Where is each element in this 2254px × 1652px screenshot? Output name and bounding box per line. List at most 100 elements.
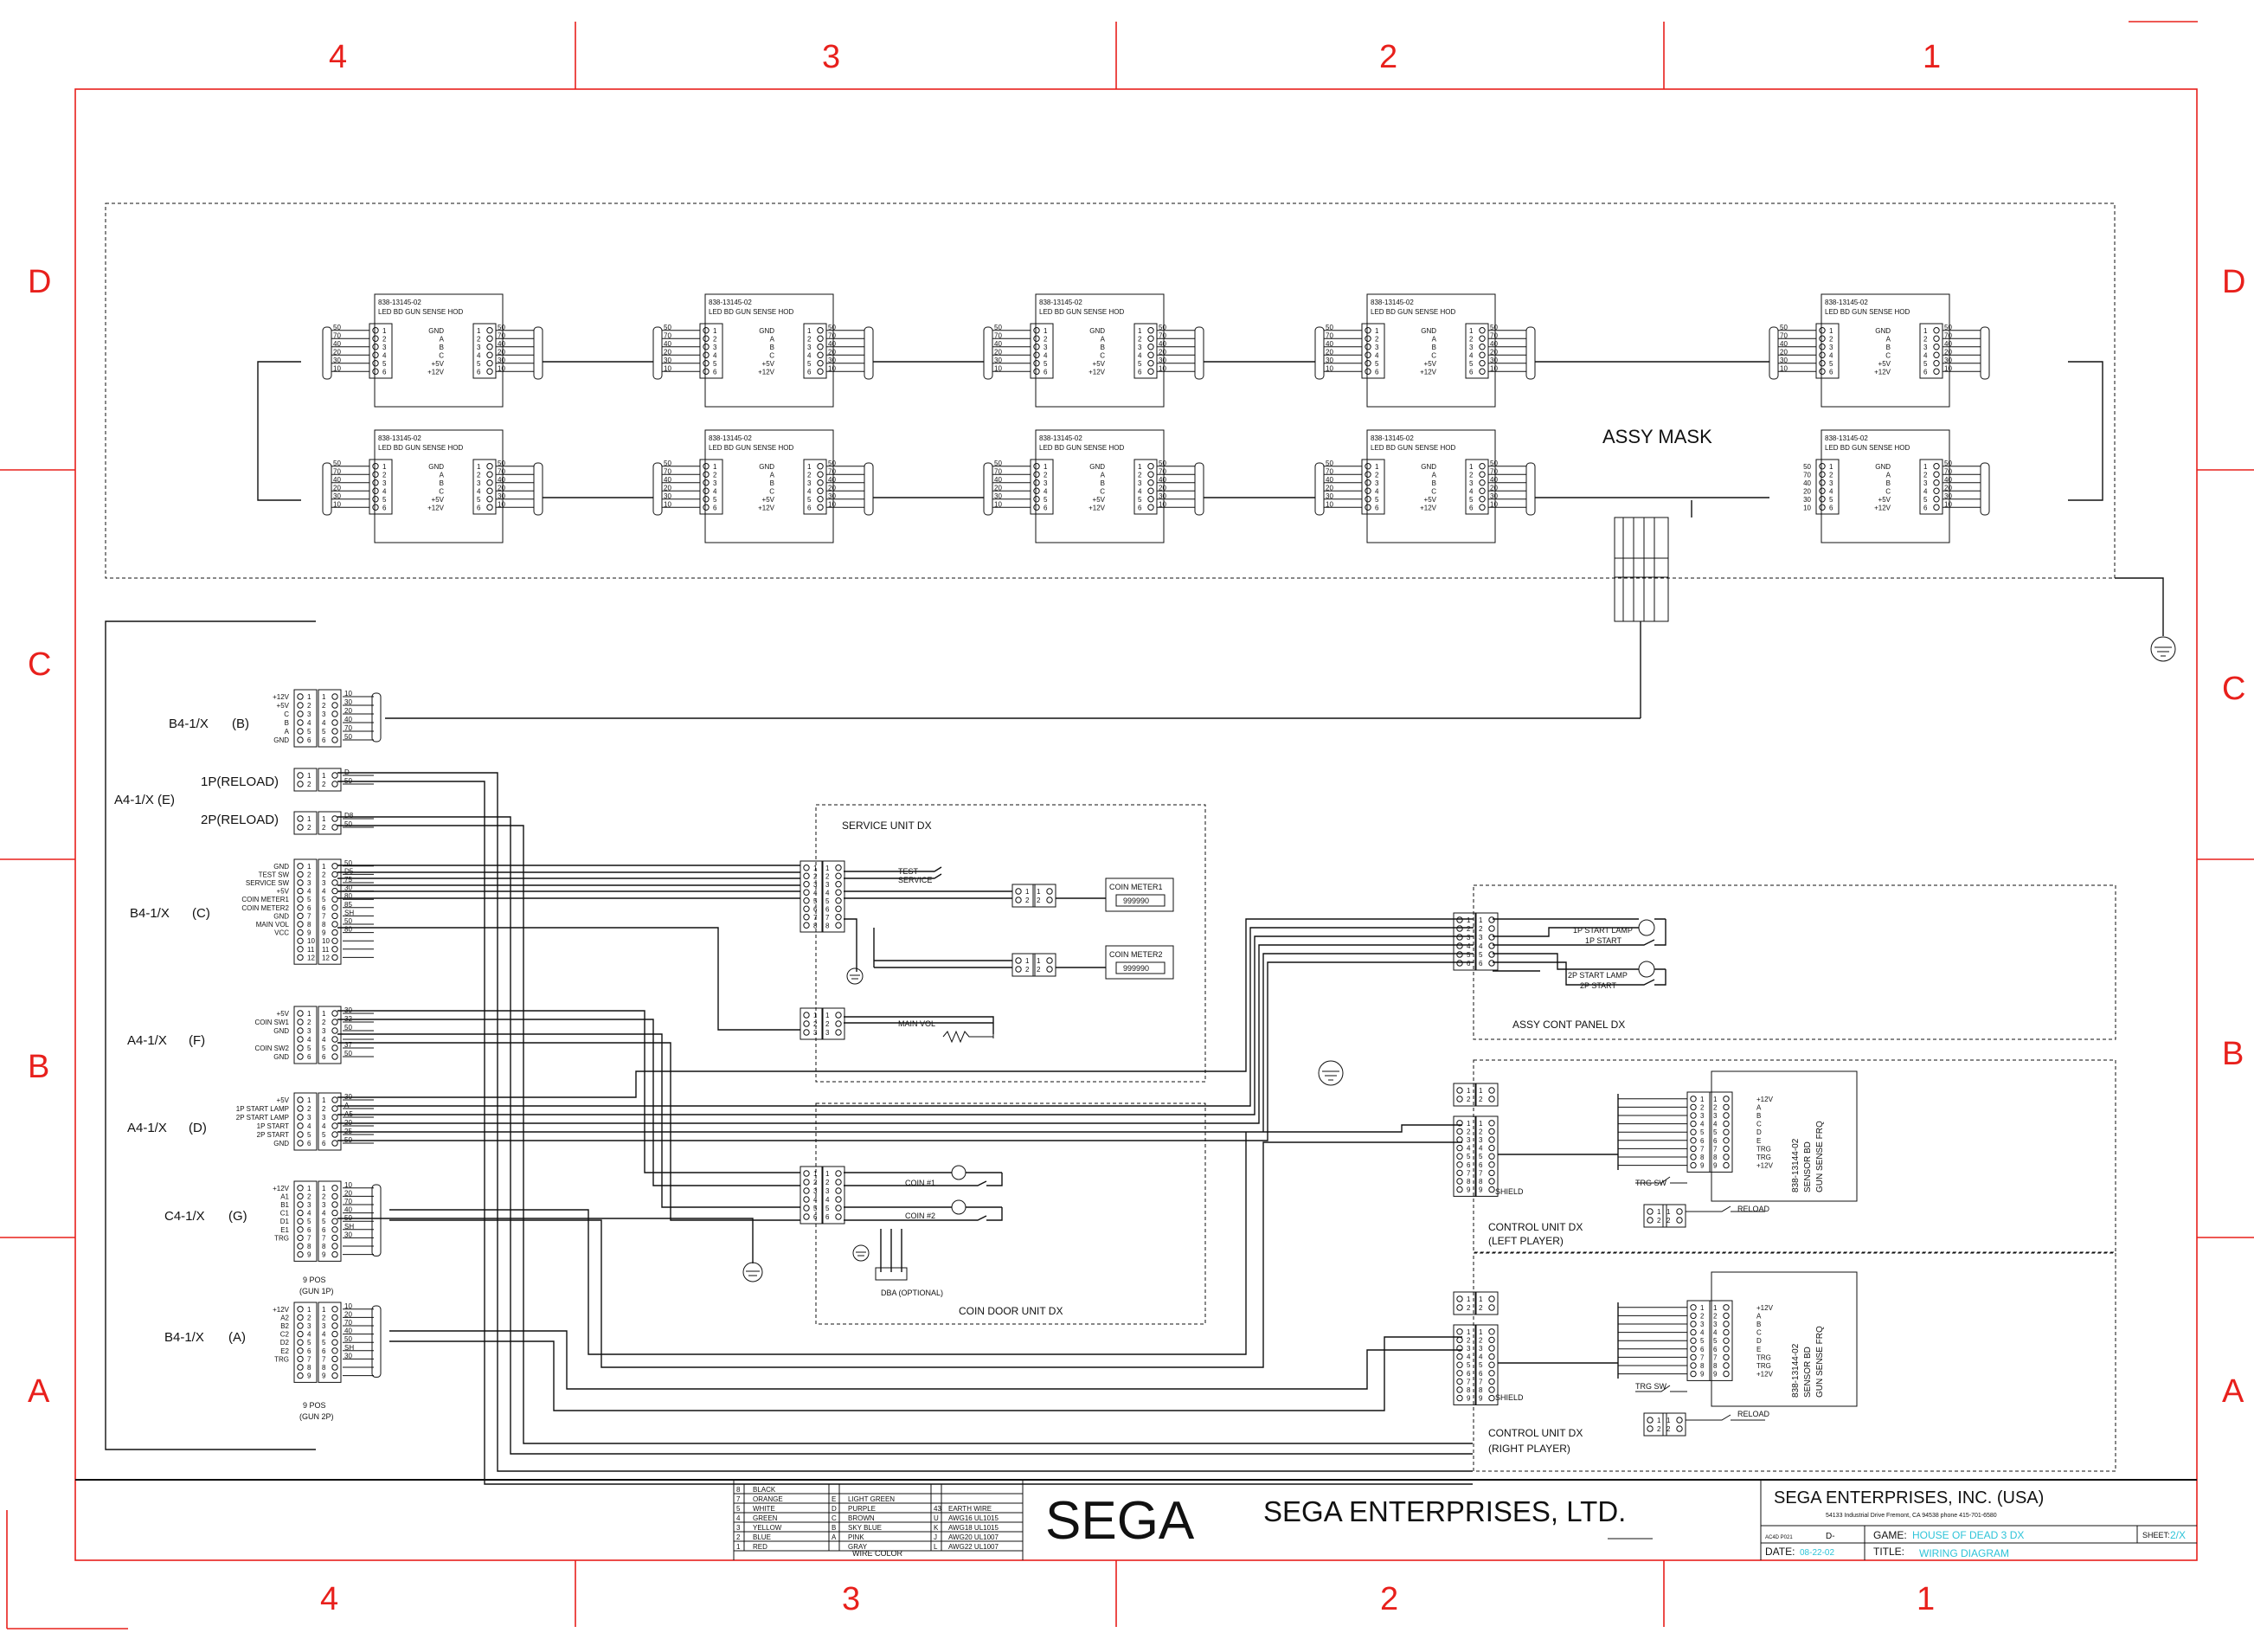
meter2-connector-plug-pin-number: 2	[1025, 966, 1030, 974]
led-board-left-connector-pin	[1819, 504, 1826, 511]
connector-b41x-c-jack-housing	[318, 858, 342, 965]
led-board-in-signal-label: +12V	[427, 368, 445, 376]
control-right-gun-jack-pin	[1488, 1328, 1495, 1335]
control-left-gun-plug-pin-number: 5	[1467, 1153, 1471, 1160]
zone-row-c: C	[28, 646, 51, 683]
led-board-in-wires-wire-label: 50	[664, 324, 671, 331]
connector-b41x-b-plug-pin-number: 5	[307, 728, 311, 736]
led-board-right-connector-pin	[817, 463, 824, 470]
control-right-sensor-signal: E	[1756, 1346, 1761, 1353]
led-board-left-connector-pin	[1365, 471, 1371, 478]
led-board-right-connector-pin-number: 6	[807, 504, 812, 511]
led-board-right-connector-pin	[817, 327, 824, 334]
wire-color-code2: C	[832, 1514, 837, 1522]
led-board-left-connector-pin-number: 6	[1375, 368, 1379, 376]
led-board-left-connector-pin	[1819, 471, 1826, 478]
meter2-connector-jack-pin-number: 1	[1037, 957, 1041, 965]
vol-connector-plug-pin	[803, 1029, 810, 1036]
control-left-sensor-plug-pin	[1690, 1120, 1697, 1128]
meter2-connector-plug-pin	[1015, 957, 1022, 964]
panel-connector-plug-pin	[1456, 934, 1463, 941]
connector-b41x-a-jack-pin-number: 3	[322, 1322, 326, 1330]
control-left-sensor-plug-pin-number: 3	[1700, 1112, 1705, 1120]
led-board-right-connector-pin	[1147, 471, 1154, 478]
wire-color-name: WHITE	[753, 1505, 775, 1513]
connector-b41x-b-wire-label: 20	[344, 707, 352, 715]
connector-b41x-c-wire-label: SH	[344, 909, 354, 916]
connector-b41x-b-wire-label: 40	[344, 716, 352, 723]
connector-reload1-jack-pin	[331, 772, 338, 779]
control-right-gun-plug-pin-number: 9	[1467, 1395, 1471, 1403]
control-left-sensor-jack-pin	[1723, 1103, 1730, 1111]
led-board-left-connector-pin-number: 1	[382, 463, 387, 471]
control-left-reload-sw-plug-pin	[1647, 1208, 1654, 1215]
control-left-sensor-jack-pin-number: 9	[1713, 1162, 1718, 1170]
led-board-out-wires-wire-label: 70	[498, 467, 505, 475]
led-board-right-connector-pin-number: 3	[477, 344, 481, 351]
led-board-right-connector-housing	[1133, 459, 1158, 515]
service-connector-jack-pin	[835, 872, 842, 879]
control-left-sensor-signal: B	[1756, 1112, 1761, 1120]
control-right-gun-jack-pin	[1488, 1336, 1495, 1344]
shield-right-label: SHIELD	[1495, 1393, 1524, 1402]
control-right-gun-jack-pin-number: 2	[1479, 1336, 1483, 1344]
connector-reload1-jack-housing	[318, 768, 342, 792]
connector-reload1-plug-pin-number: 2	[307, 781, 311, 788]
connector-c41x-g-jack-pin-number: 7	[322, 1234, 326, 1242]
control-right-region	[1473, 1252, 2116, 1472]
led-board-out-wires-wire-label: 50	[1159, 460, 1166, 467]
connector-c41x-g-plug-pin	[297, 1226, 304, 1233]
led-board-in-wires-wire-label: 40	[333, 340, 341, 348]
service-ground-icon	[846, 967, 864, 985]
panel-connector-plug-housing	[1453, 912, 1477, 971]
connector-b41x-b-jack-pin	[331, 719, 338, 726]
coin-connector-jack-pin	[835, 1196, 842, 1203]
led-board-left-connector-pin	[1819, 463, 1826, 470]
led-board-left-connector-pin	[372, 344, 379, 350]
control-left-gun-jack-pin-number: 8	[1479, 1178, 1483, 1186]
service-connector-jack-pin-number: 4	[825, 889, 830, 897]
control-right-sensor-signal: TRG	[1756, 1353, 1771, 1361]
coin-connector-plug-pin-number: 5	[813, 1205, 818, 1212]
mask-bus-lines	[257, 361, 2164, 636]
connector-reload2-plug-pin-number: 1	[307, 815, 311, 823]
led-board-in-wires-wire-label: 50	[664, 460, 671, 467]
connector-b41x-a-jack-pin	[331, 1339, 338, 1346]
connector-a41x-d-plug-housing	[293, 1092, 318, 1151]
control-left-gun-jack-pin	[1488, 1144, 1495, 1152]
panel-connector-jack-pin-number: 2	[1479, 925, 1483, 933]
connector-b41x-a-plug-pin	[297, 1330, 304, 1338]
led-board-right-connector-pin	[817, 479, 824, 486]
led-board-right-connector-housing	[472, 323, 497, 379]
control-right-sensor-jack-pin-number: 4	[1713, 1329, 1718, 1337]
game-value: HOUSE OF DEAD 3 DX	[1912, 1529, 2024, 1541]
connector-b41x-c-plug-pin-number: 10	[307, 937, 315, 945]
coin-meter2-box	[1105, 945, 1174, 980]
led-board-outline	[1821, 429, 1950, 543]
led-board-left-connector-pin-number: 2	[713, 335, 717, 343]
service-unit-region	[815, 804, 1206, 1083]
vol-connector-plug-pin	[803, 1020, 810, 1027]
connector-b41x-a-wire-label: 50	[344, 1335, 352, 1343]
service-connector-plug-pin-number: 4	[813, 889, 818, 897]
control-right-sub: (RIGHT PLAYER)	[1488, 1443, 1570, 1455]
led-board-in-signal-label: +12V	[427, 504, 445, 511]
led-board-in-wires-wire-label: 30	[333, 357, 341, 364]
led-board-right-connector-pin-number: 3	[477, 479, 481, 487]
led-board-right-connector-pin	[486, 344, 493, 350]
service-connector-plug-pin-number: 6	[813, 905, 818, 913]
connector-a41x-f-plug-pin	[297, 1045, 304, 1051]
led-board-in-signal-label: A	[1886, 471, 1891, 479]
wire-spec-code: K	[934, 1524, 939, 1532]
connector-b41x-a-housing-tail	[371, 1305, 382, 1378]
led-board-right-connector-pin	[486, 496, 493, 503]
control-right-gun-jack-pin-number: 1	[1479, 1328, 1483, 1336]
coin-door-region	[815, 1102, 1206, 1325]
led-board-right-connector-pin-number: 6	[1923, 504, 1928, 511]
panel-connector-plug-pin	[1456, 916, 1463, 923]
led-board-right-connector-pin	[1479, 479, 1486, 486]
connector-b41x-b-plug-pin	[297, 719, 304, 726]
panel-connector-jack-pin	[1488, 925, 1495, 932]
